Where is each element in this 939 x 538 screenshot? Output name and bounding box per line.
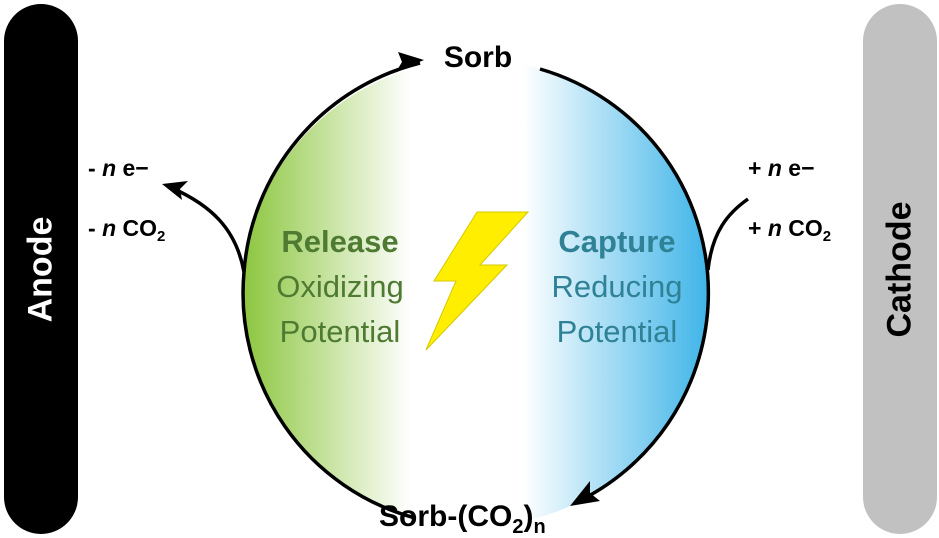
anode-electrode: Anode bbox=[4, 4, 78, 534]
arrow-to-sorb bbox=[242, 61, 421, 273]
cathode-electrode: Cathode bbox=[863, 4, 937, 534]
arrow-head-anode bbox=[162, 181, 188, 200]
line-from-cathode bbox=[706, 197, 750, 271]
capture-line1: Reducing bbox=[552, 269, 683, 304]
cycle-arc-top-right bbox=[539, 67, 711, 307]
release-line1: Oxidizing bbox=[276, 269, 404, 304]
capture-title: Capture bbox=[558, 224, 675, 259]
arrow-to-anode bbox=[171, 186, 246, 273]
capture-line2: Potential bbox=[557, 314, 678, 349]
state-sorb: Sorb bbox=[444, 41, 512, 74]
state-sorb-co2: Sorb-(CO2)n bbox=[379, 500, 546, 538]
lightning-bolt-icon bbox=[425, 211, 530, 351]
anode-co2-label: - n CO2 bbox=[88, 215, 165, 245]
release-title: Release bbox=[281, 224, 398, 259]
release-line2: Potential bbox=[280, 314, 401, 349]
arrow-head-sorb-co2 bbox=[570, 481, 600, 506]
anode-electrons-label: - n e− bbox=[88, 155, 149, 181]
arrow-head-sorb bbox=[396, 52, 424, 72]
cathode-electrons-label: + n e− bbox=[748, 155, 815, 181]
cathode-co2-label: + n CO2 bbox=[748, 215, 831, 245]
cycle-arc-right-bottom bbox=[574, 305, 710, 505]
cycle-arc-left bbox=[241, 271, 416, 520]
